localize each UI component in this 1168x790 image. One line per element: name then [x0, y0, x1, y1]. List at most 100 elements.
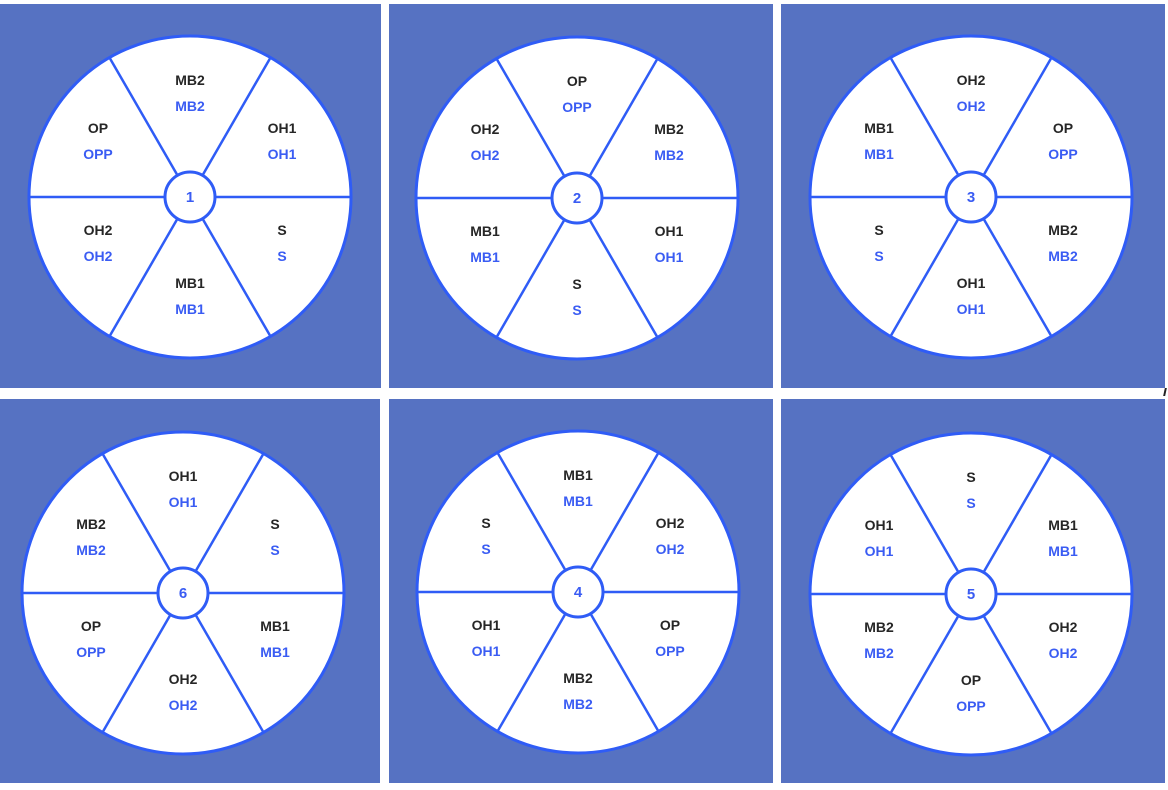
rotation-number-circle	[163, 170, 217, 224]
edge-mark	[1163, 388, 1167, 396]
player-label: OPP	[562, 99, 592, 115]
segment-divider	[495, 57, 566, 177]
position-label: OH2	[84, 222, 113, 238]
segment-divider	[889, 615, 960, 735]
segment-divider	[889, 453, 960, 573]
segment-divider	[588, 57, 659, 177]
rotation-number: 5	[967, 586, 975, 603]
player-label: MB2	[864, 645, 894, 661]
position-label: MB1	[864, 120, 894, 136]
position-label: S	[874, 222, 883, 238]
player-label: OH2	[656, 541, 685, 557]
player-label: OPP	[76, 644, 106, 660]
player-label: OPP	[655, 643, 685, 659]
segment-divider	[589, 613, 660, 733]
position-label: MB2	[1048, 222, 1078, 238]
segment-divider	[982, 615, 1053, 735]
position-label: S	[270, 516, 279, 532]
position-label: OH1	[472, 617, 501, 633]
player-label: MB1	[563, 493, 593, 509]
court-slot: SS	[966, 469, 975, 511]
rotation-number-circle	[550, 171, 604, 225]
rotation-number: 4	[574, 584, 583, 601]
player-label: OH1	[865, 543, 894, 559]
position-label: OH2	[957, 72, 986, 88]
position-label: S	[481, 515, 490, 531]
player-label: S	[270, 542, 279, 558]
segment-divider	[108, 56, 179, 176]
position-label: OH2	[471, 121, 500, 137]
position-label: OH2	[1049, 619, 1078, 635]
position-label: OP	[660, 617, 680, 633]
position-label: OH1	[655, 223, 684, 239]
player-label: MB1	[175, 301, 205, 317]
player-label: S	[874, 248, 883, 264]
player-label: OH1	[957, 301, 986, 317]
segment-divider	[889, 218, 960, 338]
player-label: MB1	[864, 146, 894, 162]
position-label: OH2	[656, 515, 685, 531]
court-slot: OP OPP	[655, 617, 685, 659]
position-label: MB2	[175, 72, 205, 88]
position-label: OP	[567, 73, 587, 89]
player-label: OH1	[169, 494, 198, 510]
position-label: MB1	[175, 275, 205, 291]
segment-divider	[101, 452, 172, 572]
position-label: OH1	[957, 275, 986, 291]
rotation-number-circle	[551, 565, 605, 619]
position-label: OP	[1053, 120, 1073, 136]
rotation-number-circle	[944, 170, 998, 224]
segment-divider	[201, 56, 272, 176]
court-slot: SS	[874, 222, 883, 264]
player-label: OPP	[956, 698, 986, 714]
rotation-number: 2	[573, 190, 581, 207]
segment-divider	[201, 218, 272, 338]
player-label: MB2	[1048, 248, 1078, 264]
rotation-number-circle	[156, 566, 210, 620]
player-label: MB2	[76, 542, 106, 558]
segment-divider	[589, 451, 660, 571]
segment-divider	[101, 614, 172, 734]
player-label: OH2	[471, 147, 500, 163]
player-label: OH2	[84, 248, 113, 264]
position-label: OH1	[865, 517, 894, 533]
segment-divider	[588, 219, 659, 339]
position-label: MB2	[654, 121, 684, 137]
segment-divider	[108, 218, 179, 338]
player-label: S	[572, 302, 581, 318]
player-label: MB1	[1048, 543, 1078, 559]
court-slot: SS	[572, 276, 581, 318]
player-label: MB2	[175, 98, 205, 114]
segment-divider	[889, 56, 960, 176]
position-label: S	[966, 469, 975, 485]
player-label: OH2	[957, 98, 986, 114]
position-label: OH1	[268, 120, 297, 136]
